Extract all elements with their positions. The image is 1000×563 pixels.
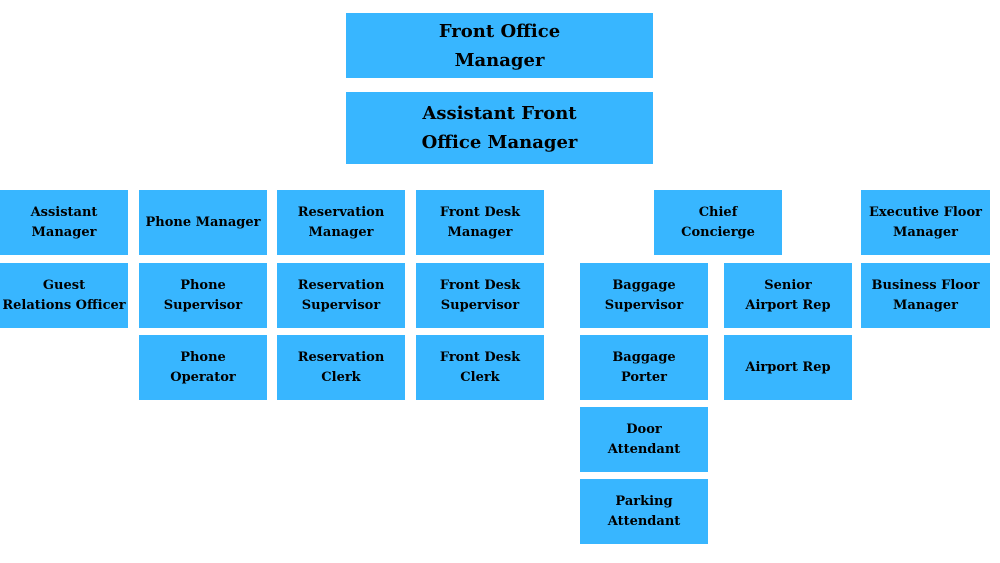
- node-label-line: Airport Rep: [745, 359, 831, 375]
- node-label-line: Manager: [31, 224, 97, 240]
- org-node-reservation-manager: Reservation Manager: [277, 190, 405, 255]
- node-label-line: Relations Officer: [2, 297, 126, 313]
- node-label-line: Manager: [454, 49, 545, 71]
- org-node-phone-manager: Phone Manager: [139, 190, 267, 255]
- org-node-phone-supervisor: Phone Supervisor: [139, 263, 267, 328]
- org-node-guest-relations-officer: Guest Relations Officer: [0, 263, 128, 328]
- node-label-line: Chief: [698, 204, 738, 220]
- org-node-front-desk-supervisor: Front Desk Supervisor: [416, 263, 544, 328]
- org-node-executive-floor-manager: Executive Floor Manager: [861, 190, 990, 255]
- node-label-line: Assistant Front: [422, 103, 577, 124]
- org-node-door-attendant: Door Attendant: [580, 407, 708, 472]
- node-label-line: Guest: [42, 277, 86, 293]
- org-node-front-office-manager: Front Office Manager: [346, 13, 653, 78]
- node-label-line: Clerk: [321, 369, 361, 385]
- org-node-assistant-manager: Assistant Manager: [0, 190, 128, 255]
- node-label-line: Baggage: [612, 349, 676, 365]
- node-label-line: Attendant: [607, 513, 681, 529]
- org-node-baggage-supervisor: Baggage Supervisor: [580, 263, 708, 328]
- node-label-line: Assistant: [30, 204, 98, 220]
- node-label-line: Baggage: [612, 277, 676, 293]
- node-label-line: Phone Manager: [145, 214, 261, 230]
- node-label-line: Clerk: [460, 369, 500, 385]
- node-label-line: Attendant: [607, 441, 681, 457]
- node-label-line: Reservation: [297, 349, 385, 365]
- org-node-phone-operator: Phone Operator: [139, 335, 267, 400]
- node-label-line: Front Desk: [439, 349, 521, 365]
- node-label-line: Executive Floor: [869, 204, 982, 220]
- org-node-airport-rep: Airport Rep: [724, 335, 852, 400]
- node-label-line: Concierge: [681, 224, 755, 240]
- node-label-line: Senior: [764, 277, 812, 293]
- node-label-line: Manager: [308, 224, 374, 240]
- node-label-line: Office Manager: [421, 132, 578, 153]
- org-node-assistant-front-office-manager: Assistant Front Office Manager: [346, 92, 653, 164]
- node-label-line: Manager: [893, 224, 958, 240]
- node-label-line: Phone: [180, 277, 226, 293]
- node-label-line: Front Office: [438, 20, 561, 42]
- org-node-reservation-clerk: Reservation Clerk: [277, 335, 405, 400]
- org-node-chief-concierge: Chief Concierge: [654, 190, 782, 255]
- node-label-line: Front Desk: [439, 204, 521, 220]
- node-label-line: Parking: [615, 493, 673, 509]
- org-node-front-desk-manager: Front Desk Manager: [416, 190, 544, 255]
- node-label-line: Front Desk: [439, 277, 521, 293]
- node-label-line: Phone: [180, 349, 226, 365]
- node-label-line: Porter: [620, 369, 668, 385]
- node-label-line: Manager: [893, 297, 958, 313]
- node-label-line: Reservation: [297, 204, 385, 220]
- node-label-line: Business Floor: [871, 277, 980, 293]
- node-label-line: Supervisor: [163, 297, 243, 313]
- node-label-line: Supervisor: [440, 297, 520, 313]
- node-label-line: Manager: [447, 224, 513, 240]
- node-label-line: Supervisor: [301, 297, 381, 313]
- org-node-front-desk-clerk: Front Desk Clerk: [416, 335, 544, 400]
- org-node-baggage-porter: Baggage Porter: [580, 335, 708, 400]
- org-node-parking-attendant: Parking Attendant: [580, 479, 708, 544]
- node-label-line: Airport Rep: [745, 297, 831, 313]
- node-label-line: Door: [626, 421, 662, 437]
- org-node-reservation-supervisor: Reservation Supervisor: [277, 263, 405, 328]
- org-node-business-floor-manager: Business Floor Manager: [861, 263, 990, 328]
- org-node-senior-airport-rep: Senior Airport Rep: [724, 263, 852, 328]
- node-label-line: Reservation: [297, 277, 385, 293]
- node-label-line: Supervisor: [604, 297, 684, 313]
- node-label-line: Operator: [170, 369, 236, 385]
